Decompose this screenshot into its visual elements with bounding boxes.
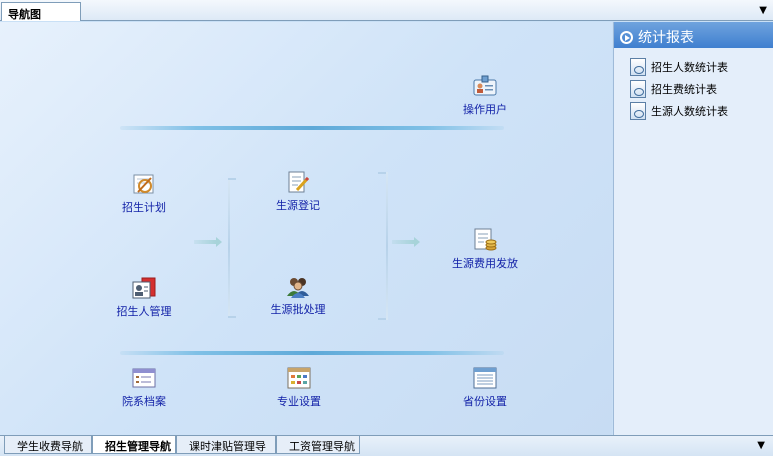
node-label: 院系档案 — [122, 395, 166, 408]
bracket-tick — [378, 172, 386, 174]
node-operator-user[interactable]: 操作用户 — [458, 74, 512, 117]
bottom-separator — [120, 351, 504, 355]
top-dropdown-arrow-icon[interactable]: ▼ — [759, 5, 767, 16]
node-label: 生源批处理 — [270, 303, 326, 316]
window-list-icon — [132, 366, 156, 390]
bracket-tick — [228, 316, 236, 318]
bottom-tab-bar: 学生收费导航图 招生管理导航图 课时津贴管理导航图 工资管理导航图 ▼ — [0, 435, 773, 456]
group-users-icon — [286, 274, 310, 298]
compass-icon — [132, 172, 156, 196]
node-major-setting[interactable]: 专业设置 — [272, 366, 326, 409]
node-enroll-plan[interactable]: 招生计划 — [116, 172, 172, 215]
top-tab-bar: 导航图 ▼ — [0, 0, 773, 21]
statistics-panel: 统计报表 招生人数统计表 招生费统计表 生源人数统计表 — [613, 22, 773, 435]
node-label: 招生计划 — [122, 201, 166, 214]
node-enroll-staff[interactable]: 招生人管理 — [112, 276, 176, 319]
fee-document-icon — [473, 228, 497, 252]
edit-document-icon — [286, 170, 310, 194]
panel-title: 统计报表 — [638, 30, 694, 46]
report-icon — [630, 58, 646, 76]
node-label: 专业设置 — [277, 395, 321, 408]
bracket-line-right — [386, 172, 388, 320]
report-list: 招生人数统计表 招生费统计表 生源人数统计表 — [614, 48, 773, 122]
node-dept-archive[interactable]: 院系档案 — [116, 366, 172, 409]
node-source-batch[interactable]: 生源批处理 — [268, 274, 328, 317]
node-label: 生源费用发放 — [452, 257, 518, 270]
node-label: 生源登记 — [276, 199, 320, 212]
report-icon — [630, 80, 646, 98]
navigation-canvas: 操作用户 招生计划 生源登记 生源费用发放 招生人管理 生源批处理 — [0, 22, 612, 435]
report-enroll-count[interactable]: 招生人数统计表 — [614, 56, 773, 78]
node-label: 招生人管理 — [116, 305, 172, 318]
report-source-count[interactable]: 生源人数统计表 — [614, 100, 773, 122]
report-label: 招生费统计表 — [651, 83, 717, 96]
report-label: 生源人数统计表 — [651, 105, 728, 118]
node-province-setting[interactable]: 省份设置 — [458, 366, 512, 409]
flow-arrow-right — [392, 237, 420, 247]
report-icon — [630, 102, 646, 120]
tab-navigation-map[interactable]: 导航图 — [1, 2, 81, 21]
expand-arrow-icon[interactable] — [620, 30, 633, 44]
top-separator — [120, 126, 504, 130]
node-label: 省份设置 — [463, 395, 507, 408]
tab-salary-management[interactable]: 工资管理导航图 — [276, 436, 360, 454]
bottom-dropdown-arrow-icon[interactable]: ▼ — [757, 440, 765, 451]
node-source-register[interactable]: 生源登记 — [270, 170, 326, 213]
flow-arrow-left — [194, 237, 222, 247]
contact-card-icon — [132, 276, 156, 300]
lined-document-icon — [473, 366, 497, 390]
bracket-tick — [378, 318, 386, 320]
report-label: 招生人数统计表 — [651, 61, 728, 74]
grid-calendar-icon — [287, 366, 311, 390]
node-source-fee[interactable]: 生源费用发放 — [450, 228, 520, 271]
panel-header[interactable]: 统计报表 — [614, 22, 773, 48]
node-label: 操作用户 — [463, 103, 507, 116]
tab-student-fee[interactable]: 学生收费导航图 — [4, 436, 92, 454]
bracket-line-left — [228, 178, 230, 318]
tab-enroll-management[interactable]: 招生管理导航图 — [92, 436, 176, 454]
bracket-tick — [228, 178, 236, 180]
report-enroll-fee[interactable]: 招生费统计表 — [614, 78, 773, 100]
id-card-icon — [473, 74, 497, 98]
tab-class-allowance[interactable]: 课时津贴管理导航图 — [176, 436, 276, 454]
